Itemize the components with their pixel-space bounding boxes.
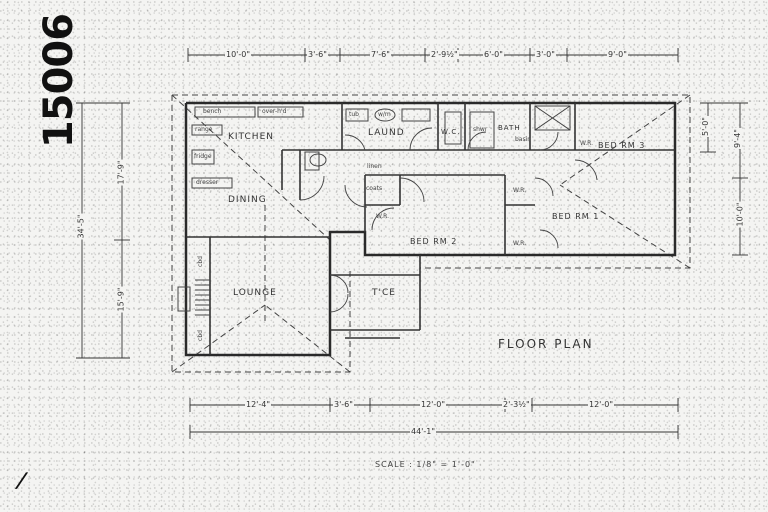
interior-walls: [186, 103, 675, 355]
dim-bottom-5: 12'-0": [588, 400, 615, 409]
room-label-bed-rm-1: BED RM 1: [552, 212, 600, 221]
drawing-scale: SCALE : 1/8" = 1'-0": [375, 460, 476, 469]
door-swings: [299, 127, 598, 313]
fixture-dresser: dresser: [196, 179, 219, 186]
room-label-kitchen: KITCHEN: [228, 132, 274, 142]
dim-bottom-1: 12'-4": [245, 400, 272, 409]
fixture-wardrobe-bed3: W.R.: [580, 140, 594, 147]
drawing-title: FLOOR PLAN: [498, 337, 594, 351]
dim-left-lower: 15'-9": [116, 286, 126, 313]
fixture-wardrobe-bed1-a: W.R.: [513, 187, 527, 194]
dim-top-7: 9'-0": [607, 50, 628, 59]
fixture-cupboard-a: cbd: [196, 256, 204, 267]
fixture-linen: linen: [367, 163, 382, 170]
dim-bottom-3: 12'-0": [420, 400, 447, 409]
fixture-shower: shwr: [473, 126, 488, 133]
dim-top-2: 3'-6": [307, 50, 328, 59]
reference-number: 15006: [36, 13, 83, 149]
fixture-tub: tub: [349, 111, 359, 118]
dim-bottom-total: 44'-1": [410, 427, 437, 436]
dim-right-3: 10'-0": [735, 201, 745, 228]
room-label-bed-rm-3: BED RM 3: [598, 141, 646, 150]
dim-top-4: 2'-9½": [430, 50, 459, 59]
dim-top-6: 3'-0": [535, 50, 556, 59]
fixtures: [177, 105, 571, 316]
room-label-dining: DINING: [228, 195, 267, 205]
room-label-terrace: T'CE: [372, 288, 396, 298]
dim-left-total: 34'-5": [76, 213, 86, 240]
dim-bottom-4: 2'-3½": [502, 400, 531, 409]
room-label-bath: BATH: [498, 124, 521, 132]
room-label-bed-rm-2: BED RM 2: [410, 237, 458, 246]
room-label-lounge: LOUNGE: [233, 288, 277, 298]
fixture-bench: bench: [203, 108, 222, 115]
dim-right-1: 5'-0": [700, 116, 710, 137]
fixture-basin: basin: [515, 136, 532, 143]
room-label-laundry: LAUND: [368, 128, 405, 138]
room-label-wc: W.C.: [441, 128, 461, 136]
fixture-coats: coats: [366, 185, 383, 192]
fixture-cupboard-b: cbd: [196, 330, 204, 341]
fixture-fridge: fridge: [194, 153, 212, 160]
dim-left-upper: 17'-9": [116, 159, 126, 186]
dim-right-2: 9'-4": [732, 128, 742, 149]
fixture-wardrobe-bed1-b: W.R.: [513, 240, 527, 247]
dim-top-3: 7'-6": [370, 50, 391, 59]
dim-top-5: 6'-0": [483, 50, 504, 59]
fixture-range: range: [195, 126, 213, 133]
dim-top-1: 10'-0": [225, 50, 252, 59]
fixture-wardrobe-bed2: W.R.: [376, 213, 390, 220]
fixture-washer: w/m: [378, 111, 391, 118]
dim-bottom-2: 3'-6": [333, 400, 354, 409]
fixture-overhead: over-h'd: [262, 108, 287, 115]
